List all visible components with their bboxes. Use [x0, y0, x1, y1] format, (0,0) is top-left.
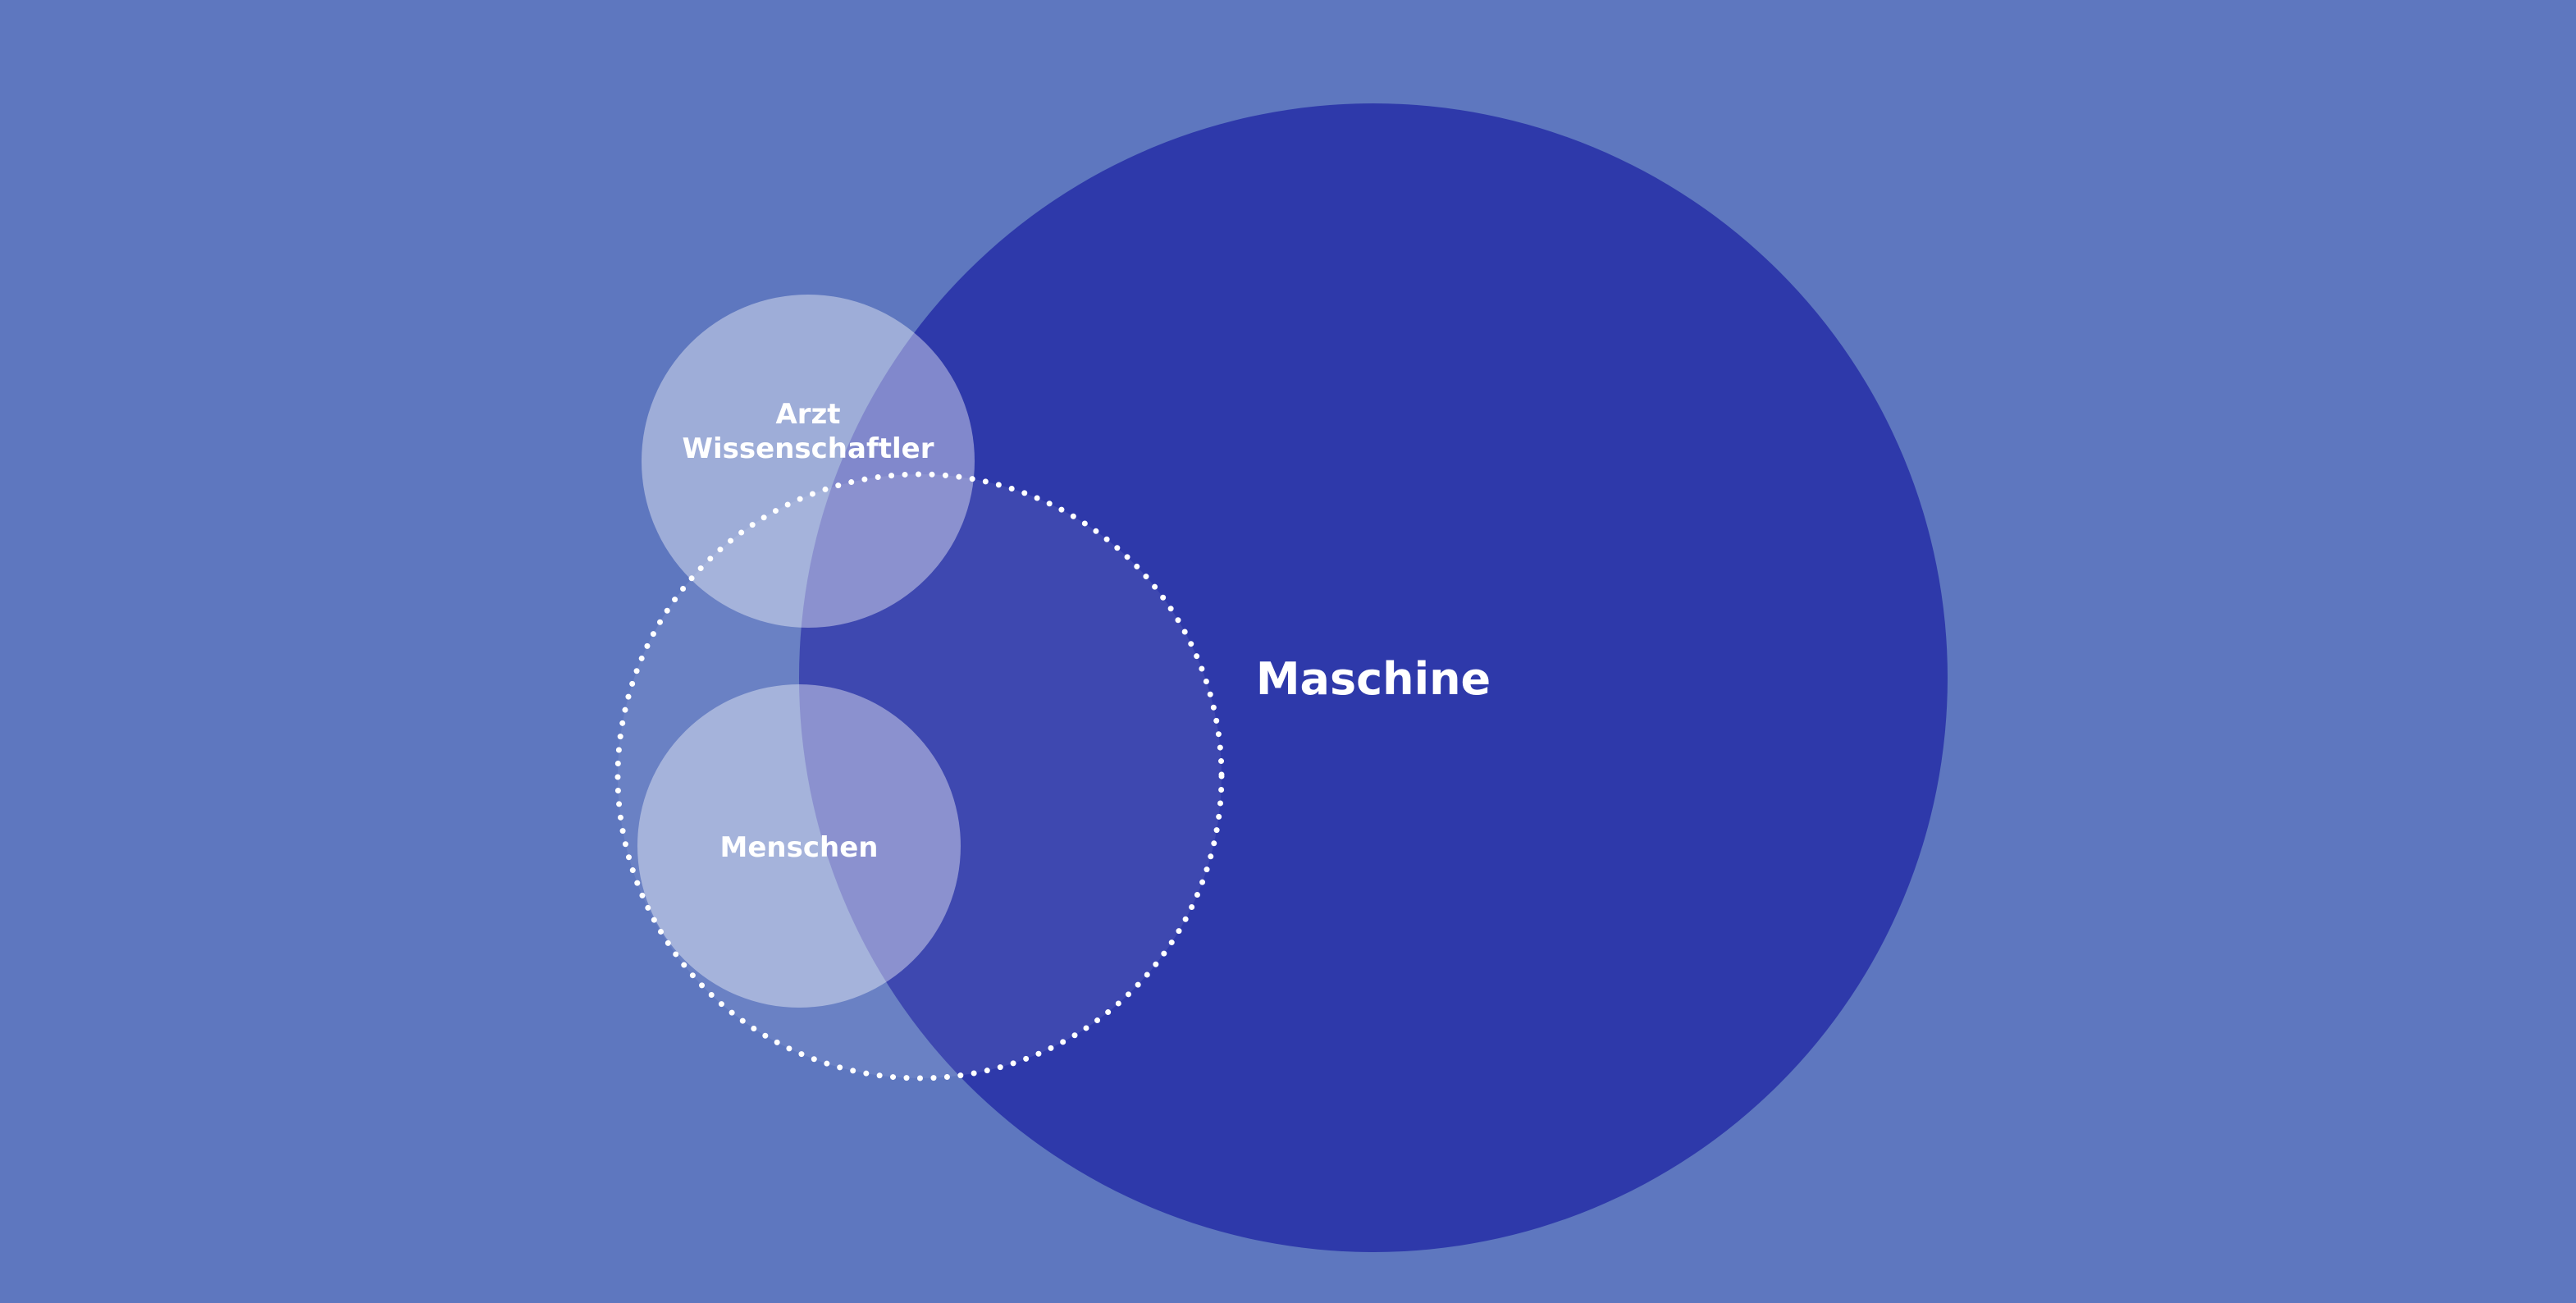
scientist-label: Wissenschaftler — [683, 432, 934, 465]
machine-label: Maschine — [1256, 653, 1491, 705]
humans-circle — [637, 684, 961, 1008]
doctor-scientist-circle — [642, 295, 975, 628]
humans-label: Menschen — [720, 831, 879, 864]
doctor-label: Arzt — [775, 398, 840, 431]
machine-circle — [799, 103, 1948, 1252]
dotted-group-circle — [614, 471, 1225, 1081]
